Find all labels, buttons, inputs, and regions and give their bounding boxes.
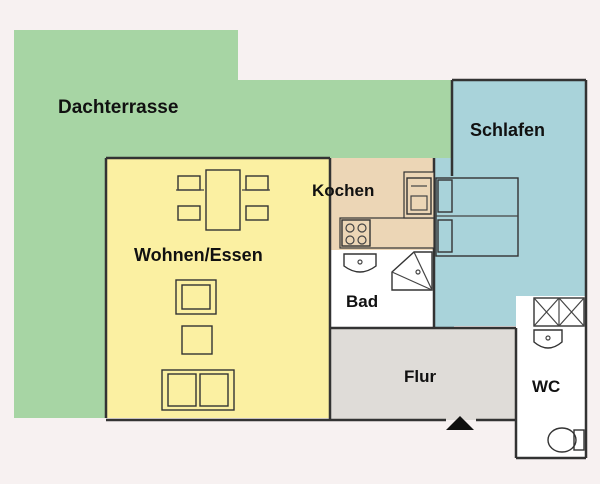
dining-table [176, 169, 270, 231]
sink-icon [406, 177, 432, 215]
wc-sink-icon [533, 329, 563, 349]
bedroom-area [452, 80, 586, 326]
sofa [161, 369, 235, 411]
label-wc: WC [532, 377, 560, 396]
bed [435, 177, 519, 257]
label-bath: Bad [346, 292, 378, 311]
bath-sink-icon [343, 253, 377, 273]
armchair [175, 279, 217, 315]
terrace-area [14, 30, 452, 418]
shower-icon [391, 251, 433, 291]
walls [104, 78, 588, 460]
label-living: Wohnen/Essen [134, 245, 263, 265]
wardrobe [533, 297, 585, 327]
entrance-arrow-icon [446, 416, 474, 430]
bath-area [330, 250, 434, 328]
label-terrace: Dachterrasse [58, 97, 178, 118]
coffee-table [181, 325, 213, 355]
hall-area [330, 328, 516, 420]
toilet-icon [547, 427, 585, 453]
label-hall: Flur [404, 367, 436, 386]
bedroom-extension [434, 158, 454, 328]
label-kitchen: Kochen [312, 181, 374, 200]
stove-icon [341, 219, 371, 247]
living-area [106, 158, 330, 418]
label-bedroom: Schlafen [470, 120, 545, 140]
